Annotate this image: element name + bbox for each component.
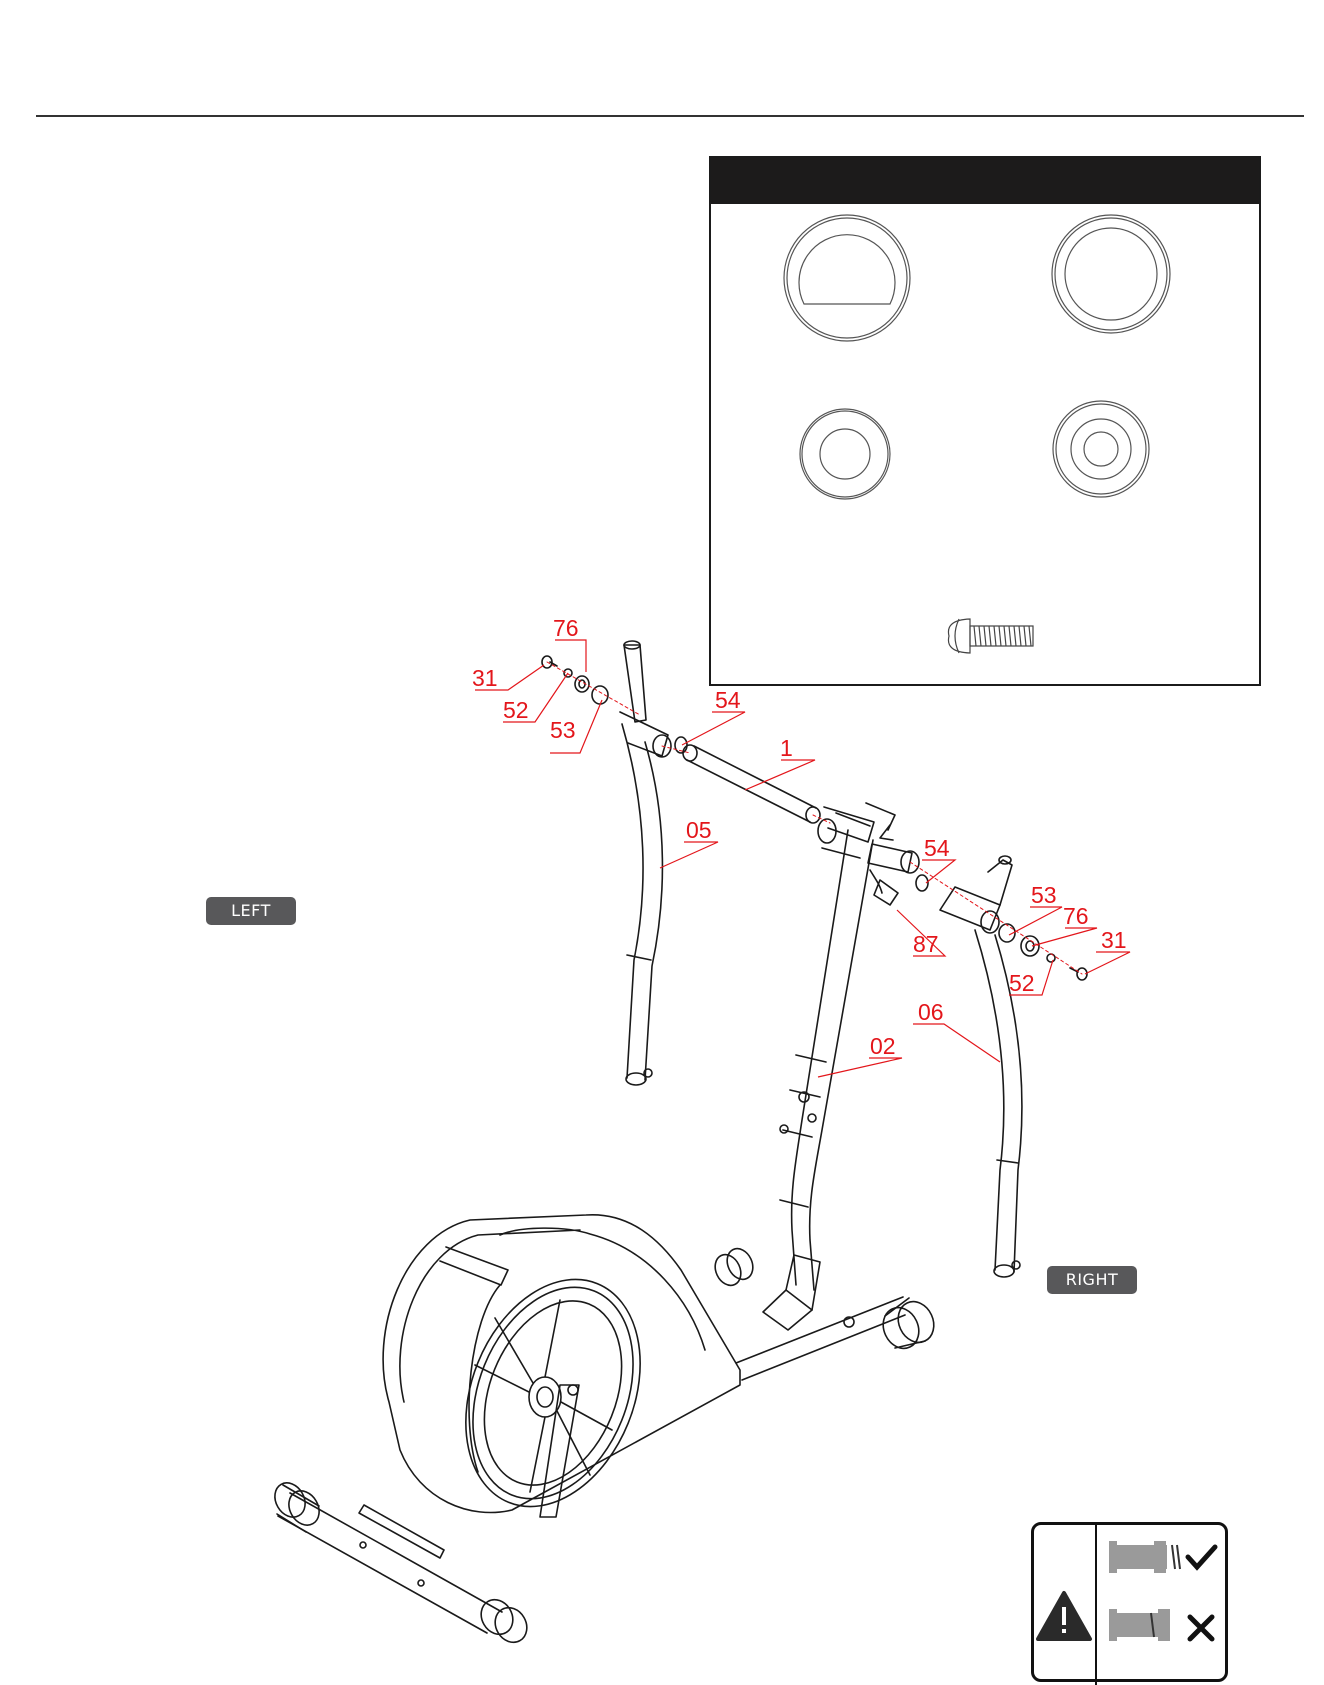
bolt-tightening-warning [1031,1522,1228,1682]
bolt-tight-good [1109,1541,1180,1573]
flywheel [434,1253,673,1533]
warning-triangle-icon [1038,1593,1090,1639]
callout-52-left: 52 [503,697,529,723]
callout-87: 87 [913,931,939,957]
callout-54-right: 54 [924,835,950,861]
callout-06: 06 [918,999,944,1025]
callout-53-left: 53 [550,717,576,743]
callout-labels: 76 31 52 53 54 1 05 54 53 76 31 87 52 06… [472,615,1127,1059]
check-mark-icon [1188,1547,1215,1567]
callout-76-right: 76 [1063,903,1089,929]
assembly-diagram: 76 31 52 53 54 1 05 54 53 76 31 87 52 06… [0,0,1324,1646]
cross-mark-icon [1190,1617,1212,1639]
callout-05: 05 [686,817,712,843]
callout-53-right: 53 [1031,882,1057,908]
rear-stabilizer [269,1477,533,1646]
callout-31-right: 31 [1101,927,1127,953]
left-tag: LEFT [206,897,296,925]
axle-1 [683,745,820,823]
callout-76-left: 76 [553,615,579,641]
right-hardware-stack [916,875,1087,980]
right-handlebar-06 [940,856,1022,1277]
front-stabilizer [710,1244,940,1380]
callout-1-axle: 1 [780,735,793,761]
callout-31-left: 31 [472,665,498,691]
callout-54-left: 54 [715,687,741,713]
bolt-loose-bad [1109,1609,1170,1641]
flywheel-shroud [383,1215,740,1513]
callout-leaders [475,640,1130,1077]
callout-02: 02 [870,1033,896,1059]
main-frame-02 [763,803,919,1330]
right-tag: RIGHT [1047,1266,1137,1294]
callout-52-right: 52 [1009,970,1035,996]
